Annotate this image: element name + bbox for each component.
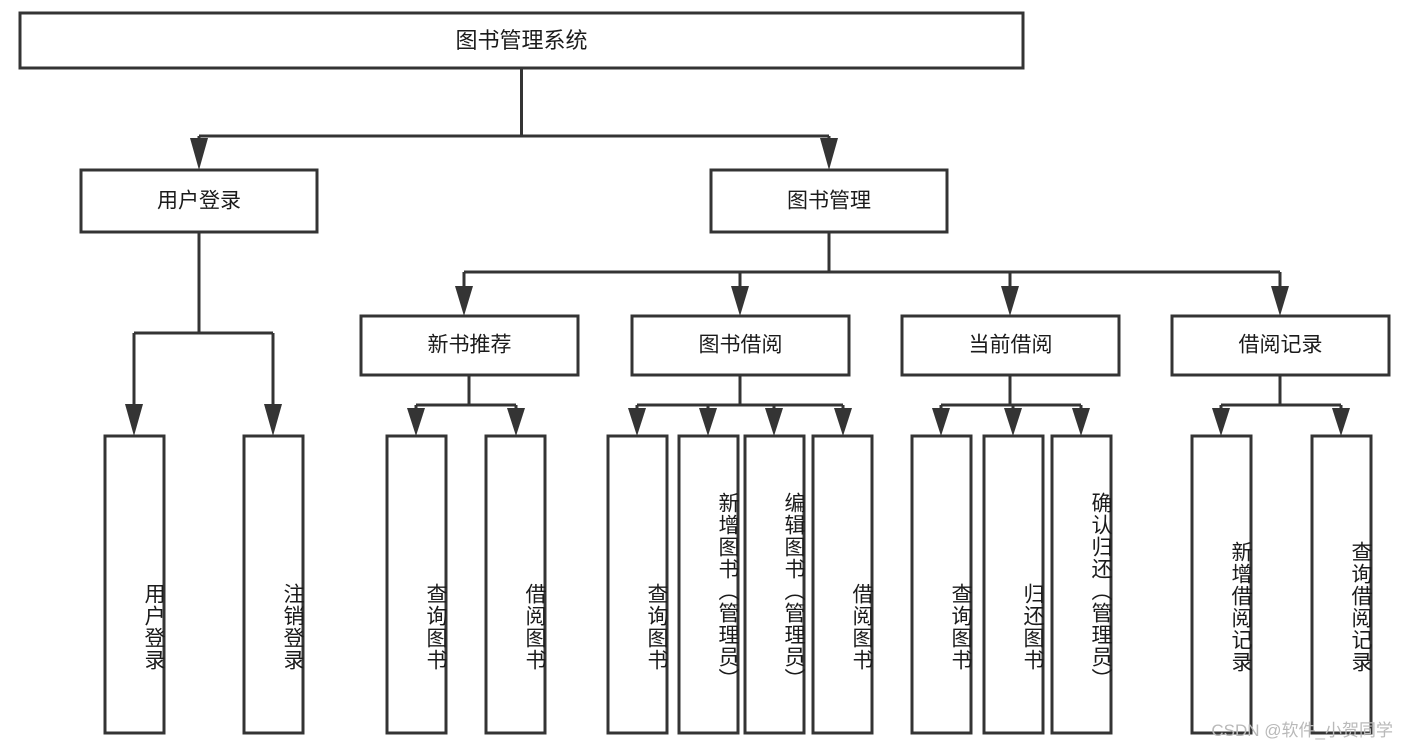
arrow-head-userlogin xyxy=(190,138,208,170)
arrow-head-leaf-edit-book-admin xyxy=(765,408,783,436)
arrow-head-leaf-add-book-admin xyxy=(699,408,717,436)
arrow-root-to-bookmgmt xyxy=(820,136,838,170)
node-box-leaf-query-book-current[interactable] xyxy=(910,434,973,735)
arrow-head-leaf-add-borrow-record xyxy=(1212,408,1230,436)
connector-group-bookmgmt xyxy=(455,232,1289,316)
node-label-current-borrow: 当前借阅 xyxy=(969,334,1053,357)
node-box-leaf-add-borrow-record[interactable] xyxy=(1190,434,1253,735)
node-label-user-login: 用户登录 xyxy=(157,190,241,213)
node-box-leaf-edit-book-admin[interactable] xyxy=(743,434,806,735)
connector-group-newbook xyxy=(407,375,525,436)
connector-group-root xyxy=(197,68,831,140)
arrow-head-leaf-return-book xyxy=(1004,408,1022,436)
arrow-head-leaf-user-logout xyxy=(264,404,282,436)
arrow-root-to-userlogin xyxy=(190,136,208,170)
node-box-new-book-recommend[interactable] xyxy=(359,314,580,377)
arrow-head-leaf-query-book-borrow xyxy=(628,408,646,436)
node-box-leaf-borrow-book[interactable] xyxy=(811,434,874,735)
connector-group-borrowrecord xyxy=(1212,375,1350,436)
node-box-leaf-user-login[interactable] xyxy=(103,434,166,735)
node-label-borrow-record: 借阅记录 xyxy=(1239,334,1323,357)
node-box-leaf-borrow-book-rec[interactable] xyxy=(484,434,547,735)
arrow-head-current-borrow xyxy=(1001,286,1019,316)
node-box-borrow-record[interactable] xyxy=(1170,314,1391,377)
node-box-leaf-add-book-admin[interactable] xyxy=(677,434,740,735)
arrow-head-leaf-borrow-book xyxy=(834,408,852,436)
arrow-head-leaf-confirm-return-admin xyxy=(1072,408,1090,436)
node-label-root: 图书管理系统 xyxy=(455,28,587,53)
node-box-leaf-return-book[interactable] xyxy=(982,434,1045,735)
node-box-leaf-confirm-return-admin[interactable] xyxy=(1050,434,1113,735)
node-box-leaf-query-book-rec[interactable] xyxy=(385,434,448,735)
arrow-head-leaf-query-borrow-record xyxy=(1332,408,1350,436)
arrow-head-leaf-user-login xyxy=(125,404,143,436)
node-label-book-management: 图书管理 xyxy=(787,190,871,213)
arrow-head-leaf-borrow-book-rec xyxy=(507,408,525,436)
node-box-book-borrow[interactable] xyxy=(630,314,851,377)
arrow-head-leaf-query-book-rec xyxy=(407,408,425,436)
connector-group-bookborrow xyxy=(628,375,852,436)
arrow-head-new-book-recommend xyxy=(455,286,473,316)
arrow-head-bookmgmt xyxy=(820,138,838,170)
arrow-head-borrow-record xyxy=(1271,286,1289,316)
arrow-head-leaf-query-book-current xyxy=(932,408,950,436)
node-box-leaf-query-borrow-record[interactable] xyxy=(1310,434,1373,735)
node-box-user-login[interactable] xyxy=(79,168,319,234)
node-box-leaf-query-book-borrow[interactable] xyxy=(606,434,669,735)
connector-group-userlogin xyxy=(125,232,282,436)
node-label-new-book-recommend: 新书推荐 xyxy=(428,334,512,357)
arrow-head-book-borrow xyxy=(731,286,749,316)
node-label-book-borrow: 图书借阅 xyxy=(699,334,783,357)
node-box-current-borrow[interactable] xyxy=(900,314,1121,377)
node-box-book-management[interactable] xyxy=(709,168,949,234)
connector-group-currentborrow xyxy=(932,375,1090,436)
node-box-root[interactable] xyxy=(18,11,1025,70)
node-box-leaf-user-logout[interactable] xyxy=(242,434,305,735)
csdn-watermark: CSDN @软件_小贺同学 xyxy=(1211,721,1393,740)
